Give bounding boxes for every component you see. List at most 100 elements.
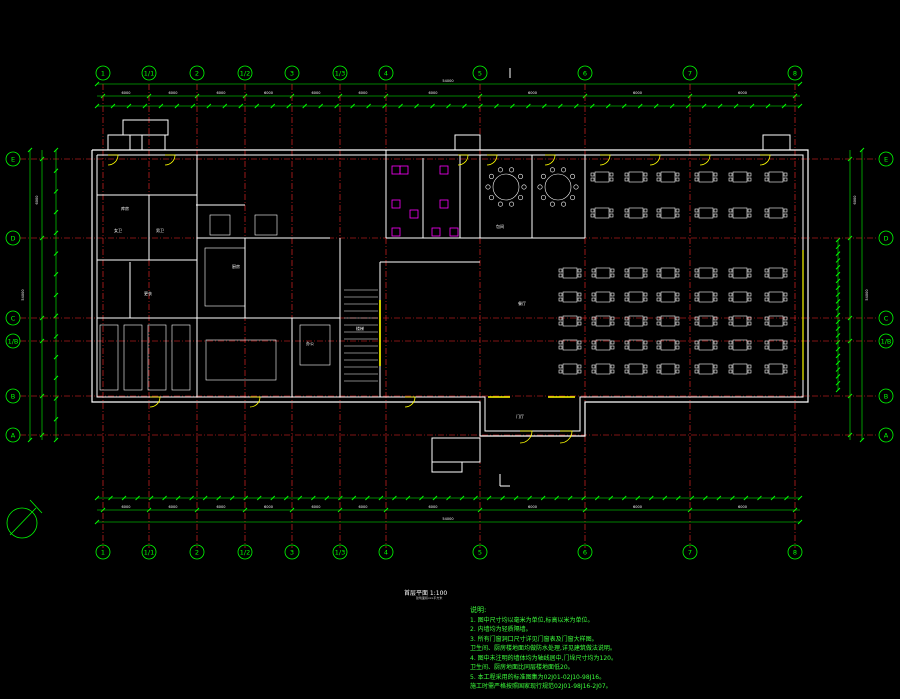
axis-bubble-right-C-label: C <box>884 315 889 323</box>
dining-table-lower-top <box>698 291 714 303</box>
dim-left-overall-tick <box>27 147 33 153</box>
dim-top-detail-tick <box>206 103 212 109</box>
dim-right-detail-tick <box>835 305 841 311</box>
axis-bubble-top-6-label: 6 <box>583 70 587 78</box>
dim-top-detail-tick <box>94 103 100 109</box>
dining-table-upper-chair <box>675 213 680 218</box>
dining-table-lower-chair <box>694 297 699 302</box>
dining-table-upper-chair <box>764 177 769 182</box>
dining-table-lower-chair <box>577 369 582 374</box>
axis-bubble-right-D-circle <box>878 230 894 246</box>
dim-bottom-detail-tick <box>283 495 289 501</box>
dining-table-lower-chair <box>713 345 718 350</box>
dim-right-detail-tick <box>835 278 841 284</box>
dining-table-lower-chair <box>624 340 629 345</box>
north-arrow-circle <box>6 507 38 539</box>
dim-top-detail-tick <box>302 103 308 109</box>
door-swing <box>599 154 611 166</box>
dim-bottom-detail-tick <box>797 495 803 501</box>
round-table-chair <box>497 201 503 207</box>
dining-table-lower-top <box>562 339 578 351</box>
notes-line: 卫生间、厨房楼地面均做防水处理,详见建筑做法说明。 <box>470 645 616 652</box>
sanitary-fixture <box>431 227 441 237</box>
dim-bottom-detail-tick <box>648 495 654 501</box>
dining-table-lower-top <box>698 315 714 327</box>
axis-bubble-left-D-circle <box>5 230 21 246</box>
dining-table-lower-top <box>562 315 578 327</box>
dining-table-lower-chair <box>783 292 788 297</box>
dining-table-lower-chair <box>783 273 788 278</box>
dim-right-detail-tick <box>835 264 841 270</box>
dim-bottom-detail-tick <box>459 495 465 501</box>
dim-left-detail-tick <box>53 147 59 153</box>
dim-left-detail-tick <box>53 209 59 215</box>
dining-table-upper-chair <box>783 213 788 218</box>
dining-table-lower-chair <box>558 321 563 326</box>
shower-stall <box>171 324 191 391</box>
dining-table-lower-chair <box>713 316 718 321</box>
dining-table-lower-chair <box>783 369 788 374</box>
dim-left-detail-tick <box>53 375 59 381</box>
dim-top-detail-tick <box>238 103 244 109</box>
dining-table-lower-chair <box>656 273 661 278</box>
dining-table-upper-chair <box>713 208 718 213</box>
dim-bottom-overall-tick <box>797 519 803 525</box>
dim-bottom-detail-tick <box>162 495 167 501</box>
axis-bubble-left-E-label: E <box>11 156 15 164</box>
dining-table-upper-chair <box>783 172 788 177</box>
dining-table-lower-chair <box>694 268 699 273</box>
axis-bubble-bottom-2-label: 2 <box>195 549 199 557</box>
dining-table-lower-chair <box>747 273 752 278</box>
dining-table-lower-chair <box>783 268 788 273</box>
dim-bottom-detail-tick <box>324 495 330 501</box>
dim-top-detail-tick <box>749 103 755 109</box>
dim-top-detail-tick <box>478 103 483 109</box>
dining-table-lower-chair <box>783 340 788 345</box>
drawing-subtitle: 建筑面积xxx平方米 <box>416 596 443 600</box>
dim-top-detail-tick <box>110 103 116 109</box>
dining-table-lower-chair <box>624 345 629 350</box>
dim-top-detail-tick <box>557 103 563 109</box>
dining-table-lower-top <box>628 339 644 351</box>
round-table-chair <box>540 195 546 201</box>
dim-right-overall-tick <box>859 147 865 153</box>
dim-top-detail-tick <box>286 103 292 109</box>
dining-table-lower-chair <box>783 297 788 302</box>
dining-table-lower-top <box>628 315 644 327</box>
dining-table-lower-chair <box>558 369 563 374</box>
sanitary-fixture <box>409 209 419 219</box>
dining-table-lower-top <box>595 267 611 279</box>
dining-table-lower-chair <box>656 345 661 350</box>
dining-table-lower-chair <box>591 316 596 321</box>
dim-text-overall-bottom: 54000 <box>442 517 453 521</box>
dim-text-span-top: 6000 <box>217 91 226 95</box>
axis-bubble-bottom-1-2-circle <box>237 544 253 560</box>
dining-table-lower-top <box>732 363 748 375</box>
dining-table-lower-top <box>660 339 676 351</box>
dining-table-lower-top <box>595 339 611 351</box>
axis-bubble-top-8-label: 8 <box>793 70 797 78</box>
axis-bubble-right-A-circle <box>878 427 894 443</box>
dining-table-lower-top <box>595 363 611 375</box>
dining-table-lower-top <box>562 267 578 279</box>
dining-table-lower-chair <box>675 369 680 374</box>
sanitary-fixture <box>449 227 459 237</box>
dim-bottom-detail-tick <box>229 495 235 501</box>
dining-table-lower-chair <box>747 340 752 345</box>
dining-table-lower-chair <box>624 268 629 273</box>
dim-bottom-detail-tick <box>635 495 641 501</box>
dim-text-span-bottom: 6000 <box>528 505 537 509</box>
dining-table-upper-chair <box>656 172 661 177</box>
dim-top-detail-tick <box>334 103 340 109</box>
dining-table-upper-chair <box>590 177 595 182</box>
dining-table-lower-chair <box>764 369 769 374</box>
round-table-chair <box>570 173 576 179</box>
dining-table-lower-top <box>628 267 644 279</box>
dim-bottom-detail-tick <box>770 495 776 501</box>
dim-left-detail-tick <box>53 251 59 256</box>
axis-bubble-bottom-1-3-circle <box>332 544 348 560</box>
door-swing <box>544 154 556 166</box>
dining-table-lower-top <box>698 339 714 351</box>
dim-top-detail-tick <box>589 103 595 109</box>
dim-text-span-top: 6000 <box>264 91 273 95</box>
